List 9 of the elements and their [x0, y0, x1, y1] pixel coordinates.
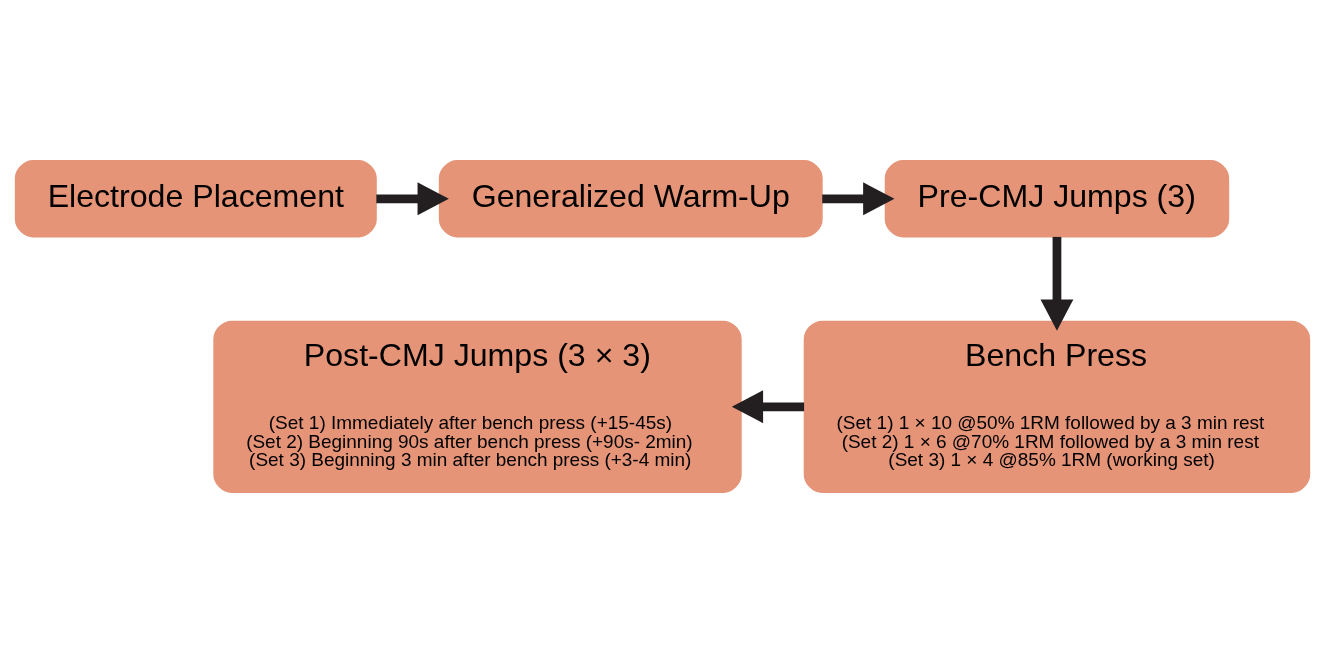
arrow: [376, 182, 449, 216]
node-box: Post-CMJ Jumps (3 × 3) (Set 1) Immediately after bench press (+15-45s) (Set 2) Beginning 90s after bench press (+90s- 2min) (Set 3) Beginning 3 min after bench press (+3-4 min): [213, 320, 742, 493]
arrow: [731, 390, 805, 424]
node-box: Generalized Warm-Up: [438, 160, 823, 238]
arrow: [1040, 236, 1074, 331]
arrow: [822, 182, 895, 216]
node-box: Electrode Placement: [14, 160, 377, 238]
node-box: Bench Press (Set 1) 1 × 10 @50% 1RM followed by a 3 min rest (Set 2) 1 × 6 @70% 1RM followed by a 3 min rest (Set 3) 1 × 4 @85% 1RM (working set): [803, 320, 1311, 493]
node-box: Pre-CMJ Jumps (3): [884, 160, 1230, 238]
